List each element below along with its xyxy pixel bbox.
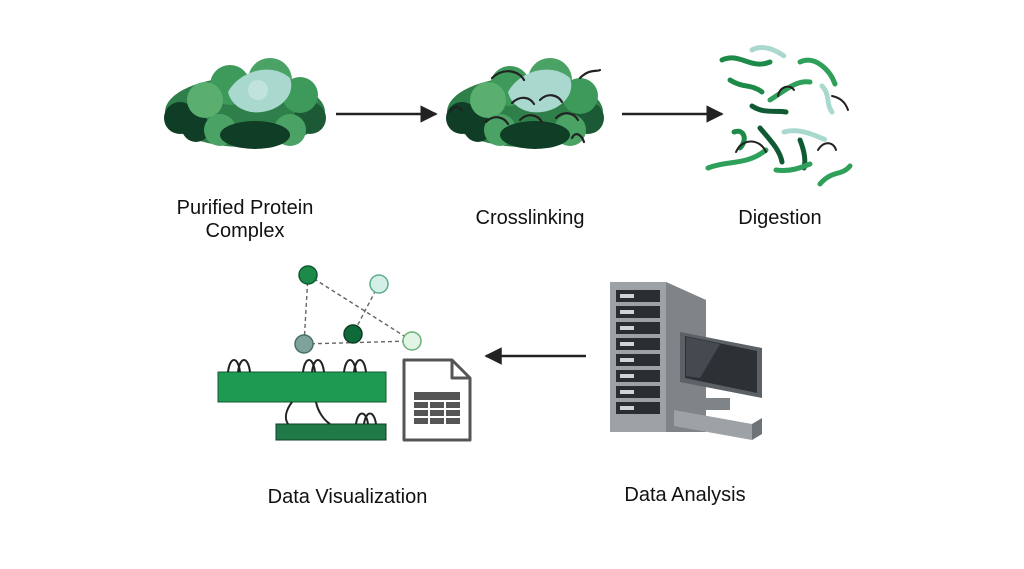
data-analysis-label: Data Analysis — [624, 484, 746, 506]
purified-protein-line2: Complex — [205, 220, 285, 242]
peptides-icon — [705, 45, 853, 187]
purified-protein-line1: Purified Protein — [176, 197, 314, 219]
server-computer-icon — [610, 282, 762, 440]
data-visualization-label: Data Visualization — [267, 486, 428, 508]
crosslinking-label: Crosslinking — [475, 207, 585, 229]
network-graph-icon — [294, 265, 422, 354]
purified-protein-label: Purified Protein Complex — [150, 197, 340, 243]
digestion-label: Digestion — [738, 207, 822, 229]
crosslinked-complex-icon — [446, 58, 604, 149]
crosslink-map — [217, 359, 387, 441]
protein-complex-icon — [164, 58, 326, 149]
spreadsheet-icon — [402, 358, 472, 442]
